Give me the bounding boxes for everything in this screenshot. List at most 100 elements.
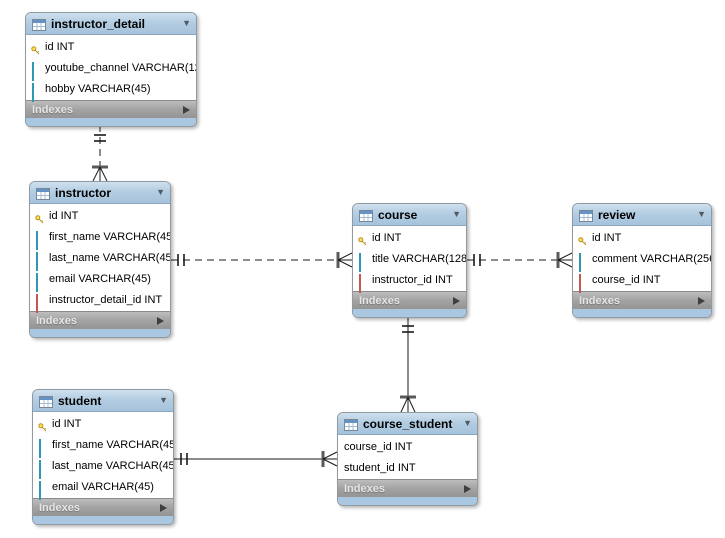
expand-arrow-icon[interactable]: [157, 316, 164, 325]
primary-key-icon: [578, 233, 587, 246]
column-label: email VARCHAR(45): [52, 480, 154, 493]
column-label: first_name VARCHAR(45): [49, 230, 171, 243]
column-row[interactable]: youtube_channel VARCHAR(128): [26, 57, 196, 81]
relationship-course-course_student[interactable]: [400, 316, 416, 413]
table-instructor_detail[interactable]: instructor_detail ▼ id INT youtube_chann…: [25, 12, 197, 127]
column-label: hobby VARCHAR(45): [45, 82, 151, 95]
column-diamond-icon: [31, 62, 40, 81]
column-row[interactable]: instructor_detail_id INT: [30, 289, 170, 313]
indexes-section[interactable]: Indexes: [30, 311, 170, 329]
table-icon: [344, 418, 358, 431]
table-instructor[interactable]: instructor ▼ id INT first_name VARCHAR(4…: [29, 181, 171, 338]
primary-key-icon: [38, 419, 47, 432]
table-course_student[interactable]: course_student ▼ course_id INT student_i…: [337, 412, 478, 506]
column-row[interactable]: first_name VARCHAR(45): [33, 434, 173, 458]
indexes-label: Indexes: [39, 501, 80, 514]
column-row[interactable]: last_name VARCHAR(45): [30, 247, 170, 271]
expand-arrow-icon[interactable]: [698, 296, 705, 305]
column-diamond-icon: [35, 273, 44, 292]
column-row[interactable]: title VARCHAR(128): [353, 248, 466, 272]
indexes-label: Indexes: [359, 294, 400, 307]
column-diamond-icon: [38, 481, 47, 500]
column-list: id INT youtube_channel VARCHAR(128) hobb…: [26, 35, 196, 102]
table-title: course: [378, 207, 418, 222]
relationship-instructor_detail-instructor[interactable]: [92, 125, 108, 182]
indexes-section[interactable]: Indexes: [26, 100, 196, 118]
column-label: last_name VARCHAR(45): [52, 459, 174, 472]
table-icon: [39, 395, 53, 408]
indexes-label: Indexes: [32, 103, 73, 116]
table-footer: [26, 118, 196, 126]
indexes-section[interactable]: Indexes: [353, 291, 466, 309]
relationship-course-review[interactable]: [467, 252, 573, 268]
column-label: id INT: [52, 417, 82, 430]
collapse-arrow-icon[interactable]: ▼: [452, 209, 461, 219]
column-diamond-icon: [578, 253, 587, 272]
table-header[interactable]: student ▼: [33, 390, 173, 412]
expand-arrow-icon[interactable]: [160, 503, 167, 512]
indexes-section[interactable]: Indexes: [33, 498, 173, 516]
table-header[interactable]: review ▼: [573, 204, 711, 226]
collapse-arrow-icon[interactable]: ▼: [697, 209, 706, 219]
column-row[interactable]: last_name VARCHAR(45): [33, 455, 174, 479]
table-course[interactable]: course ▼ id INT title VARCHAR(128) instr…: [352, 203, 467, 318]
expand-arrow-icon[interactable]: [183, 105, 190, 114]
indexes-label: Indexes: [344, 482, 385, 495]
foreign-key-diamond-icon: [358, 274, 367, 293]
column-row[interactable]: comment VARCHAR(256): [573, 248, 711, 272]
column-row[interactable]: instructor_id INT: [353, 269, 466, 293]
column-diamond-icon: [31, 83, 40, 102]
table-header[interactable]: instructor_detail ▼: [26, 13, 196, 35]
column-list: course_id INT student_id INT: [338, 435, 477, 479]
column-label: id INT: [45, 40, 75, 53]
expand-arrow-icon[interactable]: [464, 484, 471, 493]
column-label: id INT: [372, 231, 402, 244]
column-row[interactable]: email VARCHAR(45): [33, 476, 173, 500]
relationship-instructor-course[interactable]: [171, 252, 353, 268]
expand-arrow-icon[interactable]: [453, 296, 460, 305]
table-header[interactable]: instructor ▼: [30, 182, 170, 204]
table-title: student: [58, 393, 102, 408]
column-diamond-icon: [38, 460, 47, 479]
column-row[interactable]: id INT: [30, 205, 170, 226]
column-row[interactable]: first_name VARCHAR(45): [30, 226, 171, 250]
table-review[interactable]: review ▼ id INT comment VARCHAR(256) cou…: [572, 203, 712, 318]
column-label: course_id INT: [344, 440, 413, 453]
foreign-key-diamond-icon: [35, 294, 44, 313]
collapse-arrow-icon[interactable]: ▼: [159, 395, 168, 405]
column-label: email VARCHAR(45): [49, 272, 151, 285]
column-row[interactable]: id INT: [33, 413, 173, 434]
table-header[interactable]: course_student ▼: [338, 413, 477, 435]
column-label: course_id INT: [592, 273, 661, 286]
table-header[interactable]: course ▼: [353, 204, 466, 226]
column-row[interactable]: id INT: [573, 227, 711, 248]
table-icon: [32, 18, 46, 31]
column-diamond-icon: [358, 253, 367, 272]
indexes-section[interactable]: Indexes: [338, 479, 477, 497]
collapse-arrow-icon[interactable]: ▼: [182, 18, 191, 28]
table-icon: [36, 187, 50, 200]
column-row[interactable]: student_id INT: [338, 457, 477, 478]
table-icon: [359, 209, 373, 222]
primary-key-icon: [35, 211, 44, 224]
primary-key-icon: [31, 42, 40, 55]
column-row[interactable]: course_id INT: [573, 269, 711, 293]
foreign-key-diamond-icon: [578, 274, 587, 293]
table-footer: [573, 309, 711, 317]
column-row[interactable]: course_id INT: [338, 436, 477, 457]
column-list: id INT comment VARCHAR(256) course_id IN…: [573, 226, 711, 293]
column-list: id INT title VARCHAR(128) instructor_id …: [353, 226, 466, 293]
column-row[interactable]: id INT: [26, 36, 196, 57]
relationship-student-course_student[interactable]: [174, 451, 338, 467]
column-row[interactable]: email VARCHAR(45): [30, 268, 170, 292]
collapse-arrow-icon[interactable]: ▼: [156, 187, 165, 197]
indexes-section[interactable]: Indexes: [573, 291, 711, 309]
collapse-arrow-icon[interactable]: ▼: [463, 418, 472, 428]
column-row[interactable]: hobby VARCHAR(45): [26, 78, 196, 102]
column-diamond-icon: [35, 252, 44, 271]
column-list: id INT first_name VARCHAR(45) last_name …: [30, 204, 171, 313]
table-student[interactable]: student ▼ id INT first_name VARCHAR(45) …: [32, 389, 174, 525]
column-row[interactable]: id INT: [353, 227, 466, 248]
table-title: instructor: [55, 185, 112, 200]
